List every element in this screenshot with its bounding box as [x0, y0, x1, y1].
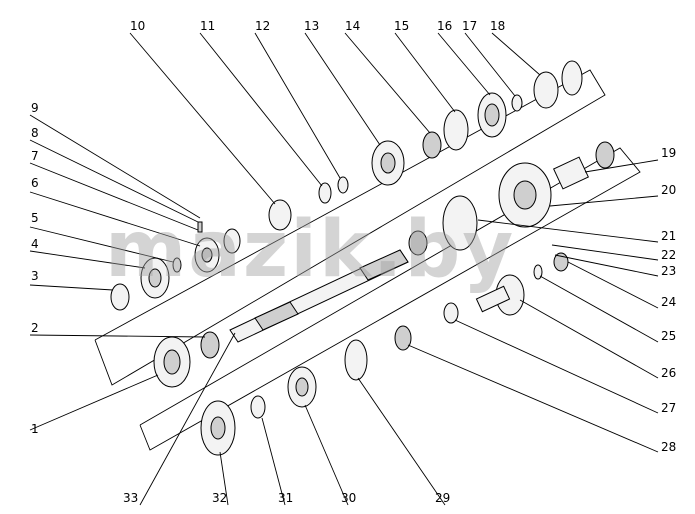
- callout-10: 10: [130, 19, 146, 33]
- synchro-16: [477, 92, 507, 138]
- callout-5: 5: [31, 211, 39, 225]
- callout-33: 33: [123, 491, 139, 505]
- callout-6: 6: [31, 176, 39, 190]
- callout-15: 15: [394, 19, 410, 33]
- ring-18b: [561, 60, 583, 96]
- upper-assembly-bracket: [94, 69, 606, 386]
- bearing-14: [422, 131, 442, 159]
- pin-8: [197, 221, 203, 233]
- washer-25: [533, 264, 543, 280]
- callout-22: 22: [661, 248, 677, 262]
- callout-28: 28: [661, 440, 677, 454]
- callout-31: 31: [278, 491, 294, 505]
- ring-12: [337, 176, 349, 194]
- ring-11: [318, 182, 332, 204]
- bearing-19: [552, 141, 615, 190]
- nut-24: [553, 252, 569, 272]
- callout-32: 32: [212, 491, 228, 505]
- callout-16: 16: [437, 19, 453, 33]
- callout-18: 18: [490, 19, 506, 33]
- snap-ring-5: [172, 257, 182, 273]
- gear-18: [533, 71, 559, 109]
- flange-26: [475, 274, 525, 316]
- gear-1: [153, 336, 191, 388]
- callout-12: 12: [255, 19, 271, 33]
- callout-23: 23: [661, 264, 677, 278]
- washer-31: [250, 395, 266, 419]
- callout-7: 7: [31, 149, 39, 163]
- gear-10: [268, 199, 292, 231]
- bearing-21b: [408, 230, 428, 256]
- gear-13: [371, 140, 405, 186]
- bearing-30: [287, 366, 317, 408]
- callout-21: 21: [661, 229, 677, 243]
- callout-20: 20: [661, 183, 677, 197]
- seal-27: [443, 302, 459, 324]
- watermark: mazik.by: [105, 205, 516, 295]
- gear-4: [140, 257, 170, 299]
- callout-8: 8: [31, 126, 39, 140]
- bearing-2: [200, 331, 220, 359]
- callout-24: 24: [661, 295, 677, 309]
- ring-29: [344, 339, 368, 381]
- callout-17: 17: [462, 19, 478, 33]
- callout-11: 11: [200, 19, 216, 33]
- main-shaft: [229, 249, 409, 343]
- callout-27: 27: [661, 401, 677, 415]
- gear-6: [194, 237, 220, 273]
- gear-21: [442, 195, 478, 251]
- callout-25: 25: [661, 329, 677, 343]
- ring-15: [443, 109, 469, 151]
- callout-19: 19: [661, 146, 677, 160]
- callout-13: 13: [304, 19, 320, 33]
- callout-4: 4: [31, 237, 39, 251]
- snap-ring-17: [511, 94, 523, 112]
- callout-26: 26: [661, 366, 677, 380]
- callout-29: 29: [435, 491, 451, 505]
- gear-32: [200, 400, 236, 456]
- callout-30: 30: [341, 491, 357, 505]
- ring-3: [110, 283, 130, 311]
- callout-3: 3: [31, 269, 39, 283]
- callout-14: 14: [345, 19, 361, 33]
- callout-9: 9: [31, 101, 39, 115]
- gear-20: [498, 162, 552, 228]
- callout-2: 2: [31, 321, 39, 335]
- ring-7: [223, 228, 241, 254]
- leader-lines: [29, 32, 659, 506]
- bearing-28: [394, 325, 412, 351]
- callout-1: 1: [31, 422, 39, 436]
